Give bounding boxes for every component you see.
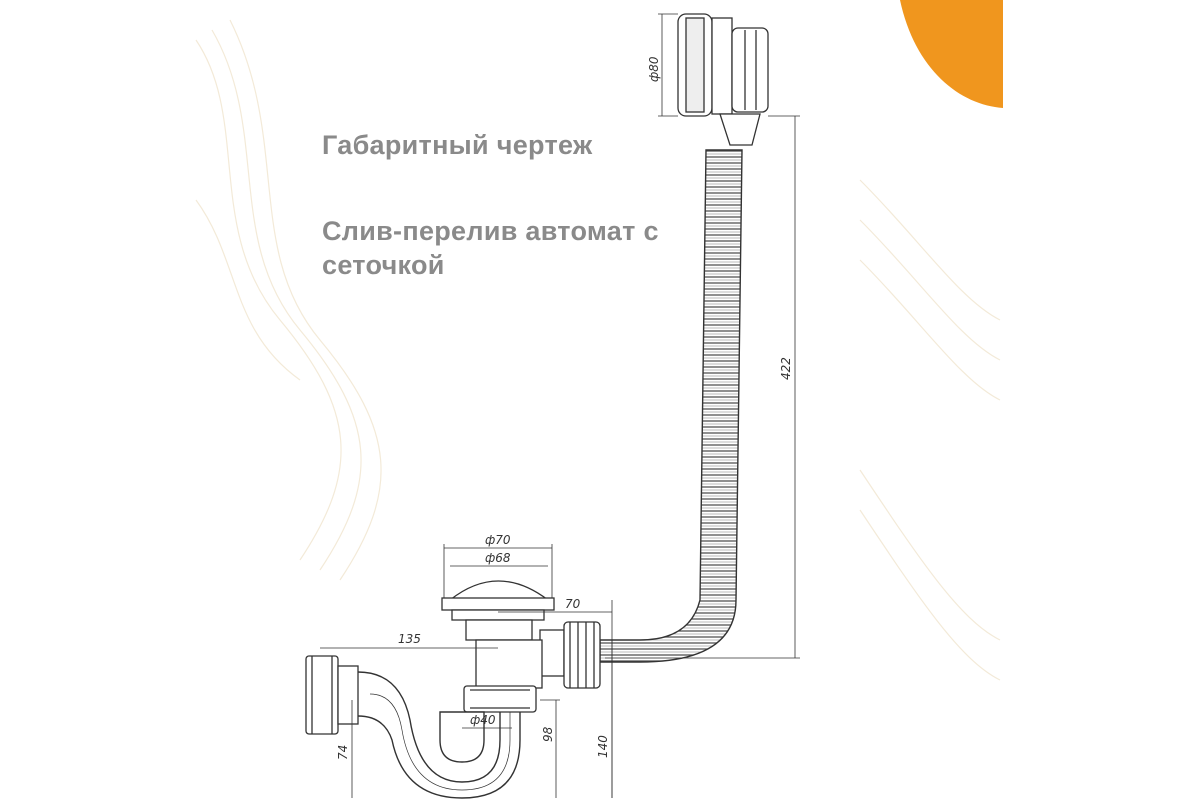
trap-outlet: [305, 655, 359, 735]
dim-label-cap-outer: ф70: [485, 533, 511, 547]
drawing-title: Габаритный чертеж: [322, 130, 593, 160]
drain-cap: [441, 580, 555, 713]
corrugated-hose: [599, 149, 743, 663]
dim-label-trap-width: 135: [398, 632, 421, 646]
dim-label-overflow: ф80: [647, 56, 661, 82]
side-nut: [539, 621, 601, 689]
dim-label-bottom-height: 98: [541, 726, 555, 742]
dim-label-bottom: ф40: [470, 713, 496, 727]
trap-bottom-loop: [439, 711, 485, 763]
trap-body: [357, 671, 521, 799]
dim-label-cap-inner: ф68: [485, 551, 511, 565]
overflow-head: [677, 13, 769, 117]
dim-label-total-height: 140: [596, 735, 610, 758]
dim-label-hose: 422: [779, 357, 793, 380]
overflow-connector: [719, 113, 761, 146]
dim-label-trap-depth: 74: [336, 745, 350, 760]
dim-label-side-offset: 70: [565, 597, 581, 611]
corner-accent: [900, 0, 1003, 108]
product-description: Слив-перелив автомат с сеточкой: [322, 216, 659, 280]
